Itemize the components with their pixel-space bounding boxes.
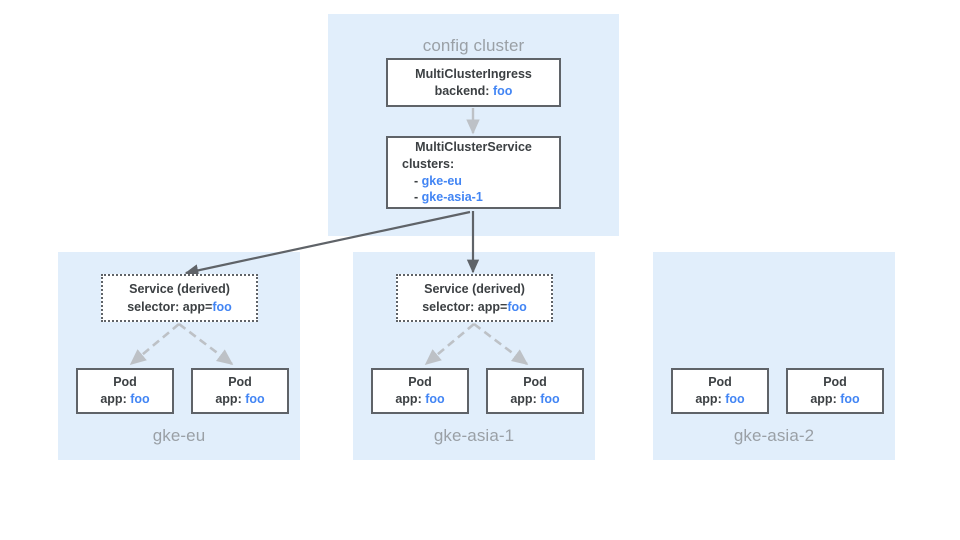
derived-service-selector-value-gke-eu: foo	[212, 300, 232, 314]
mci-backend-label: backend:	[434, 83, 490, 98]
cluster-label-gke-asia-2: gke-asia-2	[733, 426, 815, 445]
derived-service-selector-label-gke-eu: selector: app=	[127, 300, 213, 314]
derived-service-box-gke-eu[interactable]: Service (derived) selector: app=foo	[101, 274, 258, 322]
pod-app-label: app:	[100, 392, 127, 406]
mcs-cluster-item-1-bullet: -	[414, 190, 419, 205]
pod-app-label: app:	[695, 392, 722, 406]
pod-app-line: app: foo	[810, 391, 859, 408]
mcs-cluster-item-1-value: gke-asia-1	[421, 190, 483, 205]
pod-app-line: app: foo	[695, 391, 744, 408]
pod-app-value: foo	[540, 392, 560, 406]
mcs-cluster-item-0-bullet: -	[414, 173, 419, 188]
mcs-cluster-item-0-value: gke-eu	[421, 173, 462, 188]
pod-box[interactable]: Pod app: foo	[486, 368, 584, 414]
mcs-clusters-label: clusters:	[402, 156, 455, 171]
mci-backend-value: foo	[492, 83, 513, 98]
pod-app-line: app: foo	[395, 391, 444, 408]
pod-app-value: foo	[130, 392, 150, 406]
cluster-label-config: config cluster	[422, 36, 525, 55]
pod-box[interactable]: Pod app: foo	[786, 368, 884, 414]
pod-title: Pod	[523, 375, 547, 390]
cluster-label-gke-asia-1: gke-asia-1	[433, 426, 515, 445]
pod-box[interactable]: Pod app: foo	[191, 368, 289, 414]
derived-service-title-gke-asia-1: Service (derived)	[424, 281, 525, 296]
derived-service-selector-value-gke-asia-1: foo	[507, 300, 527, 314]
pod-app-label: app:	[510, 392, 537, 406]
derived-service-box-gke-asia-1[interactable]: Service (derived) selector: app=foo	[396, 274, 553, 322]
mcs-kind-label: MultiClusterService	[415, 139, 532, 154]
mci-backend-line: backend: foo	[388, 83, 559, 100]
pod-app-value: foo	[725, 392, 745, 406]
pod-app-label: app:	[810, 392, 837, 406]
derived-service-selector-gke-eu: selector: app=foo	[127, 298, 232, 316]
multi-cluster-service-box[interactable]: MultiClusterService clusters: - gke-eu -…	[386, 136, 561, 209]
mci-kind-label: MultiClusterIngress	[415, 66, 532, 81]
pod-box[interactable]: Pod app: foo	[76, 368, 174, 414]
pod-app-value: foo	[245, 392, 265, 406]
derived-service-selector-label-gke-asia-1: selector: app=	[422, 300, 508, 314]
pod-app-label: app:	[395, 392, 422, 406]
pod-app-line: app: foo	[215, 391, 264, 408]
pod-title: Pod	[408, 375, 432, 390]
pod-app-line: app: foo	[510, 391, 559, 408]
pod-app-line: app: foo	[100, 391, 149, 408]
cluster-panel-gke-asia-1: gke-asia-1	[353, 252, 595, 460]
pod-title: Pod	[113, 375, 137, 390]
pod-app-value: foo	[425, 392, 445, 406]
pod-box[interactable]: Pod app: foo	[371, 368, 469, 414]
mcs-cluster-item-1: - gke-asia-1	[402, 189, 559, 206]
pod-title: Pod	[228, 375, 252, 390]
cluster-label-gke-eu: gke-eu	[152, 426, 206, 445]
pod-title: Pod	[823, 375, 847, 390]
multi-cluster-ingress-box[interactable]: MultiClusterIngress backend: foo	[386, 58, 561, 107]
cluster-panel-gke-asia-2: gke-asia-2	[653, 252, 895, 460]
derived-service-selector-gke-asia-1: selector: app=foo	[422, 298, 527, 316]
pod-app-label: app:	[215, 392, 242, 406]
pod-box[interactable]: Pod app: foo	[671, 368, 769, 414]
derived-service-title-gke-eu: Service (derived)	[129, 281, 230, 296]
pod-title: Pod	[708, 375, 732, 390]
pod-app-value: foo	[840, 392, 860, 406]
mcs-cluster-item-0: - gke-eu	[402, 173, 559, 190]
